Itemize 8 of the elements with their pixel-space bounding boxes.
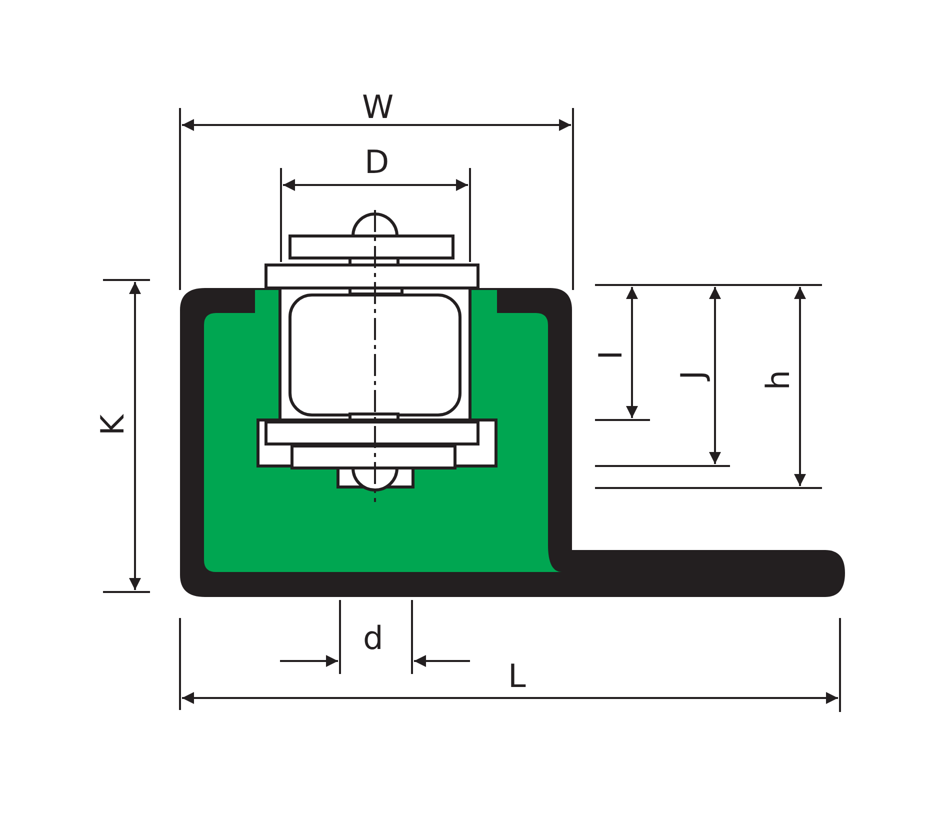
dimension-label: I xyxy=(594,350,626,360)
dimension-label: h xyxy=(762,370,794,390)
dimension-label: d xyxy=(363,622,384,654)
dimension-label: D xyxy=(364,146,390,178)
dimension-label: J xyxy=(676,370,708,380)
dimension-label: W xyxy=(362,91,394,123)
dimension-label: L xyxy=(508,660,526,692)
dimension-label: K xyxy=(96,414,128,436)
